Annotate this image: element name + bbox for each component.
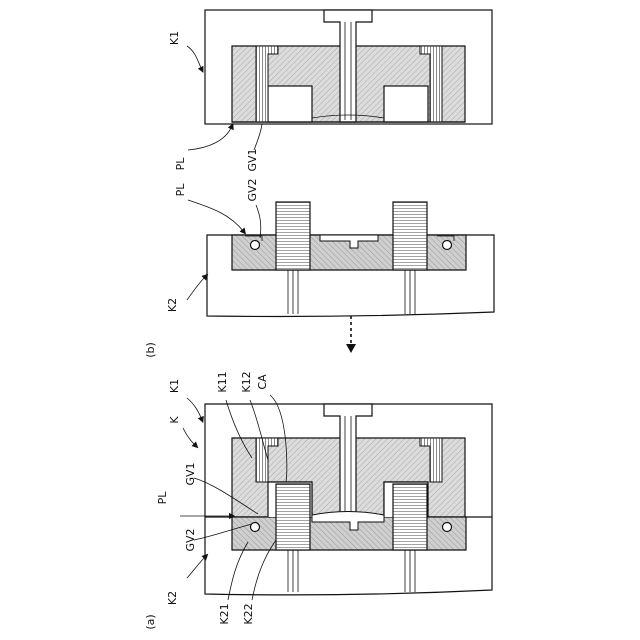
dashed-arrow-down-icon — [346, 316, 356, 353]
label-k22-a: K22 — [242, 603, 255, 624]
label-pl-top-b: PL — [174, 157, 187, 171]
label-k1-a: K1 — [168, 379, 181, 393]
label-k12-a: K12 — [240, 371, 253, 392]
label-gv2-b: GV2 — [246, 178, 259, 201]
mold-k-a — [205, 404, 492, 595]
leader-k1-a — [187, 398, 202, 420]
leader-k-a — [183, 428, 196, 446]
label-k11-a: K11 — [216, 371, 229, 392]
leader-gv2-b — [256, 205, 261, 238]
label-gv1-b: GV1 — [246, 148, 259, 171]
leader-k2-a — [187, 556, 206, 578]
label-k21-a: K21 — [218, 603, 231, 624]
upper-mold-k1-b — [205, 10, 492, 124]
label-pl-a: PL — [156, 491, 169, 505]
leader-k2-b — [187, 276, 206, 300]
label-ca-a: CA — [256, 374, 269, 390]
label-gv2-a: GV2 — [184, 528, 197, 551]
leader-pl-top-b — [188, 126, 232, 150]
panel-a: K1 K K11 K12 CA GV1 PL GV2 K2 K21 K22 (a… — [144, 371, 492, 629]
label-k1-b: K1 — [168, 31, 181, 45]
leader-gv1-b — [254, 124, 262, 150]
label-gv1-a: GV1 — [184, 462, 197, 485]
label-k2-a: K2 — [166, 591, 179, 605]
caption-a: (a) — [144, 614, 157, 629]
lower-mold-k2-b — [207, 202, 494, 317]
label-pl-bottom-b: PL — [174, 183, 187, 197]
panel-b: K1 PL GV1 PL GV2 K2 (b) — [144, 10, 494, 358]
leader-k1-b — [187, 46, 202, 70]
label-k-a: K — [168, 416, 181, 424]
caption-b: (b) — [144, 342, 157, 358]
leader-pl-bottom-b — [188, 200, 244, 232]
label-k2-b: K2 — [166, 298, 179, 312]
